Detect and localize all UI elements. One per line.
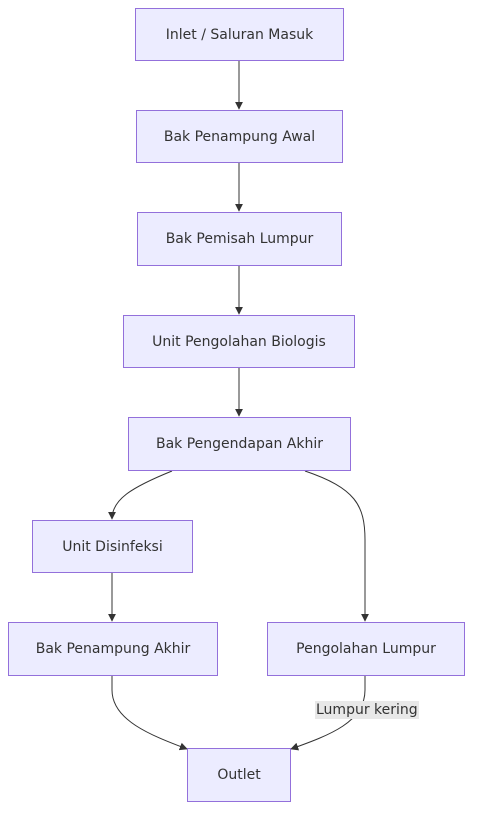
edge-bak-penampung-akhir-to-outlet: [111, 676, 188, 751]
node-bak-penampung-awal: Bak Penampung Awal: [136, 110, 343, 163]
node-inlet: Inlet / Saluran Masuk: [135, 8, 344, 61]
node-unit-pengolahan-biologis: Unit Pengolahan Biologis: [123, 315, 355, 368]
node-unit-disinfeksi: Unit Disinfeksi: [32, 520, 193, 573]
node-outlet: Outlet: [187, 748, 291, 802]
edge-label-lumpur-kering: Lumpur kering: [315, 701, 419, 719]
node-bak-pengendapan-akhir: Bak Pengendapan Akhir: [128, 417, 351, 471]
node-pengolahan-lumpur: Pengolahan Lumpur: [267, 622, 465, 676]
edge-bak-pengendapan-akhir-to-unit-disinfeksi: [108, 470, 173, 520]
node-bak-pemisah-lumpur: Bak Pemisah Lumpur: [137, 212, 342, 266]
node-bak-penampung-akhir: Bak Penampung Akhir: [8, 622, 218, 676]
edge-pengolahan-lumpur-to-outlet: [290, 676, 366, 751]
edge-bak-pengendapan-akhir-to-pengolahan-lumpur: [304, 470, 369, 622]
